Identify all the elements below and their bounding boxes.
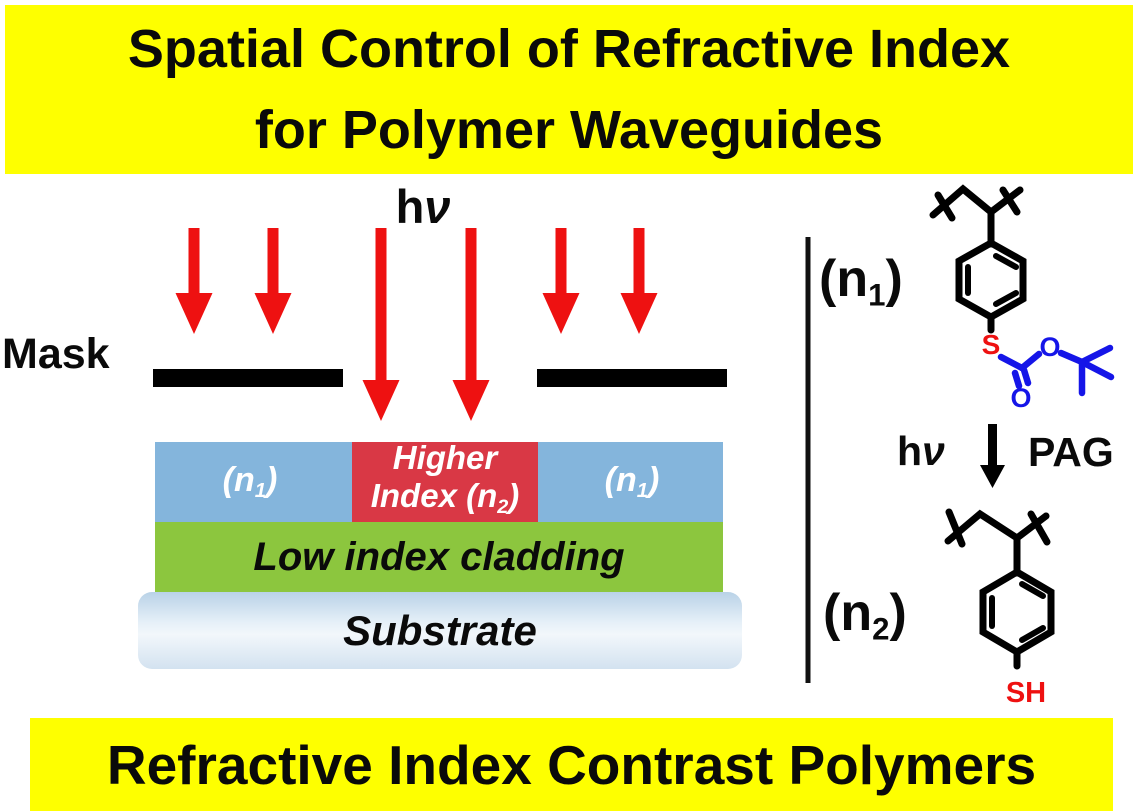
scheme-n2-post: ): [889, 584, 907, 642]
uv-arrow-long-icon: [452, 228, 490, 421]
mask-label: Mask: [2, 330, 110, 378]
exposed-label-line2: Index (n2): [371, 477, 520, 526]
footer-banner: Refractive Index Contrast Polymers: [30, 718, 1113, 811]
uv-arrow-short-icon: [254, 228, 292, 334]
uv-arrow-short-icon: [175, 228, 213, 334]
reaction-pag-label: PAG: [1028, 429, 1114, 475]
footer-text: Refractive Index Contrast Polymers: [106, 733, 1037, 796]
reaction-hv-label: hν: [897, 428, 945, 475]
sulfur-atom-label: S: [982, 329, 1001, 360]
scheme-n1-post: ): [885, 250, 903, 308]
light-hv-label: hν: [396, 179, 451, 234]
core-n1-label-left: (n1): [223, 461, 278, 503]
chain-end-tick-icon: [1027, 510, 1051, 546]
scheme-n2-label: (n2): [823, 583, 907, 647]
scheme-n1-label: (n1): [819, 249, 903, 313]
ester-oxygen-label: O: [1039, 332, 1060, 362]
reaction-arrow-icon: [980, 424, 1005, 488]
core-right-post: ): [648, 460, 660, 499]
uv-arrow-short-icon: [620, 228, 658, 334]
core-left-post: ): [266, 460, 278, 499]
mask-bar-left: [153, 369, 343, 387]
chain-end-tick-icon: [945, 508, 966, 548]
mask-bar-right: [537, 369, 727, 387]
core-n1-label-right: (n1): [605, 461, 660, 503]
cladding-layer: Low index cladding: [155, 522, 723, 592]
exposed-region: Higher Index (n2): [352, 438, 538, 522]
polymer-structure-n1: S O O: [929, 184, 1115, 413]
scheme-n2-sub: 2: [872, 611, 890, 647]
substrate-label: Substrate: [343, 606, 537, 654]
cladding-label: Low index cladding: [253, 534, 625, 579]
core-right-pre: (n: [604, 460, 637, 499]
structure1-carbonate-bonds: [997, 344, 1115, 397]
uv-arrows: [175, 228, 658, 421]
chain-end-tick-icon: [999, 186, 1021, 216]
substrate-layer: Substrate: [138, 592, 742, 669]
reaction-h: h: [897, 428, 923, 474]
exposed-line2-sub: 2: [497, 495, 509, 518]
core-right-sub: 1: [636, 480, 649, 503]
core-left-sub: 1: [254, 480, 267, 503]
scheme-n1-pre: (n: [819, 250, 869, 308]
structure2-backbone-and-ring: [944, 508, 1055, 670]
scheme-n1-sub: 1: [868, 277, 886, 313]
carbonyl-oxygen-label: O: [1010, 383, 1031, 413]
thiol-label: SH: [1006, 677, 1046, 709]
exposed-line2-pre: Index (n: [370, 476, 498, 514]
structure1-backbone-and-ring: [929, 184, 1027, 334]
exposed-line2-post: ): [508, 476, 520, 514]
core-left-pre: (n: [222, 460, 255, 499]
title-line-1: Spatial Control of Refractive Index: [127, 18, 1011, 79]
light-h: h: [395, 180, 425, 233]
mask-bars: [153, 369, 727, 387]
chain-end-tick-icon: [934, 191, 956, 222]
scheme-n2-pre: (n: [823, 584, 873, 642]
title-banner: Spatial Control of Refractive Index for …: [5, 5, 1133, 174]
polymer-structure-n2: SH: [944, 508, 1055, 709]
uv-arrow-long-icon: [362, 228, 400, 421]
title-line-2: for Polymer Waveguides: [254, 99, 884, 160]
reaction-nu: ν: [922, 428, 945, 474]
uv-arrow-short-icon: [542, 228, 580, 334]
light-nu: ν: [424, 180, 451, 233]
exposed-label-line1: Higher: [392, 438, 498, 476]
